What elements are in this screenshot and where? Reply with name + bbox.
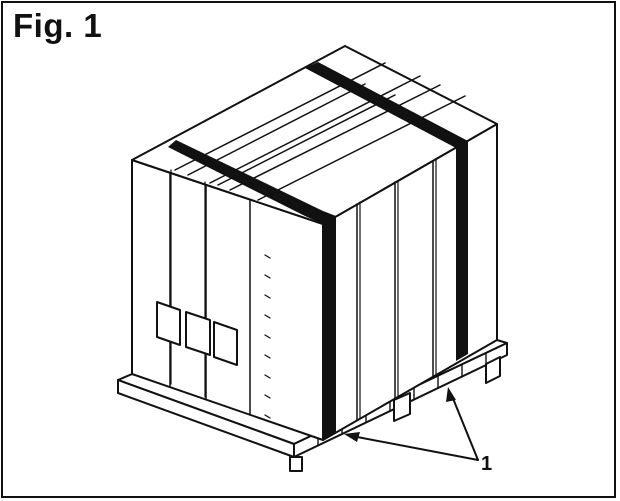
callout-arrowhead xyxy=(446,387,456,402)
label-window xyxy=(156,301,181,346)
perforation-marks xyxy=(264,254,271,419)
callout: 1 xyxy=(344,387,492,475)
strap-front-side xyxy=(323,211,336,440)
straps xyxy=(168,62,468,440)
box-side-panels xyxy=(356,160,434,421)
crate-box xyxy=(131,45,498,441)
label-window xyxy=(185,311,211,356)
figure-title: Fig. 1 xyxy=(13,7,103,44)
callout-leader-line xyxy=(351,435,479,461)
label-window xyxy=(213,321,238,366)
pallet-block xyxy=(393,392,411,422)
strap-front-top xyxy=(168,140,323,224)
callout-arrowhead xyxy=(344,432,360,442)
front-labels xyxy=(156,301,238,366)
callout-leader-line xyxy=(451,395,479,461)
strap-rear-side xyxy=(456,141,468,361)
callout-number: 1 xyxy=(481,453,492,475)
box-front-panels xyxy=(169,172,251,415)
pallet-block xyxy=(289,456,303,472)
box-top-face xyxy=(131,45,498,225)
pallet-block xyxy=(485,356,501,384)
box-top-lines xyxy=(174,62,466,201)
strap-rear-top xyxy=(305,62,468,148)
